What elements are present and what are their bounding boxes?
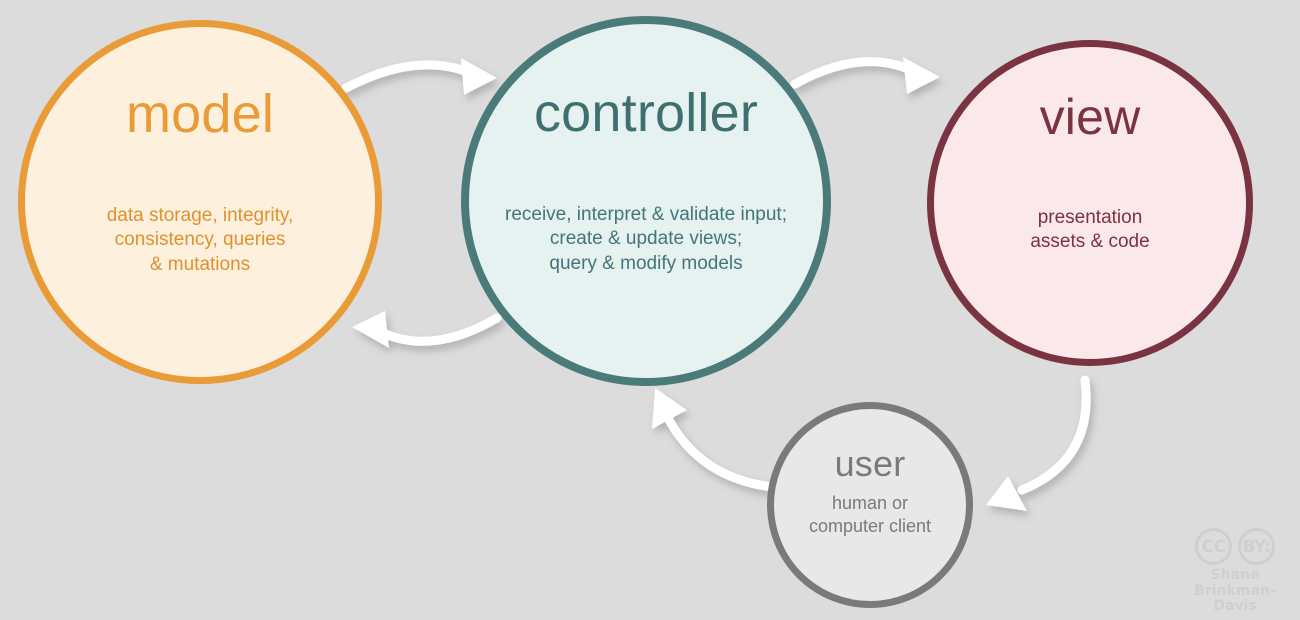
node-controller-title: controller <box>533 83 759 143</box>
arrow-model-to-controller <box>341 58 497 95</box>
node-model[interactable]: model data storage, integrity,consistenc… <box>18 20 382 384</box>
arrow-user-to-controller <box>652 388 777 492</box>
node-user-title: user <box>834 443 906 484</box>
node-controller[interactable]: controller receive, interpret & validate… <box>461 16 831 386</box>
node-view-title: view <box>1039 89 1141 145</box>
node-model-description: data storage, integrity,consistency, que… <box>106 205 294 275</box>
creative-commons-icon: CC <box>1195 528 1232 565</box>
attribution-icon: BY: <box>1238 528 1275 565</box>
author-credit: Shane Brinkman-Davis <box>1175 567 1295 615</box>
license-credit: CC BY: Shane Brinkman-Davis <box>1175 528 1295 615</box>
arrow-view-to-user <box>986 375 1091 511</box>
author-credit-line1: Shane <box>1210 567 1260 583</box>
cc-license-badges: CC BY: <box>1175 528 1295 565</box>
arrow-controller-to-model <box>352 311 502 348</box>
arrow-controller-to-view <box>790 57 940 94</box>
node-model-title: model <box>125 84 275 144</box>
author-credit-line2: Brinkman-Davis <box>1194 582 1276 615</box>
node-controller-description: receive, interpret & validate input;crea… <box>505 204 787 274</box>
